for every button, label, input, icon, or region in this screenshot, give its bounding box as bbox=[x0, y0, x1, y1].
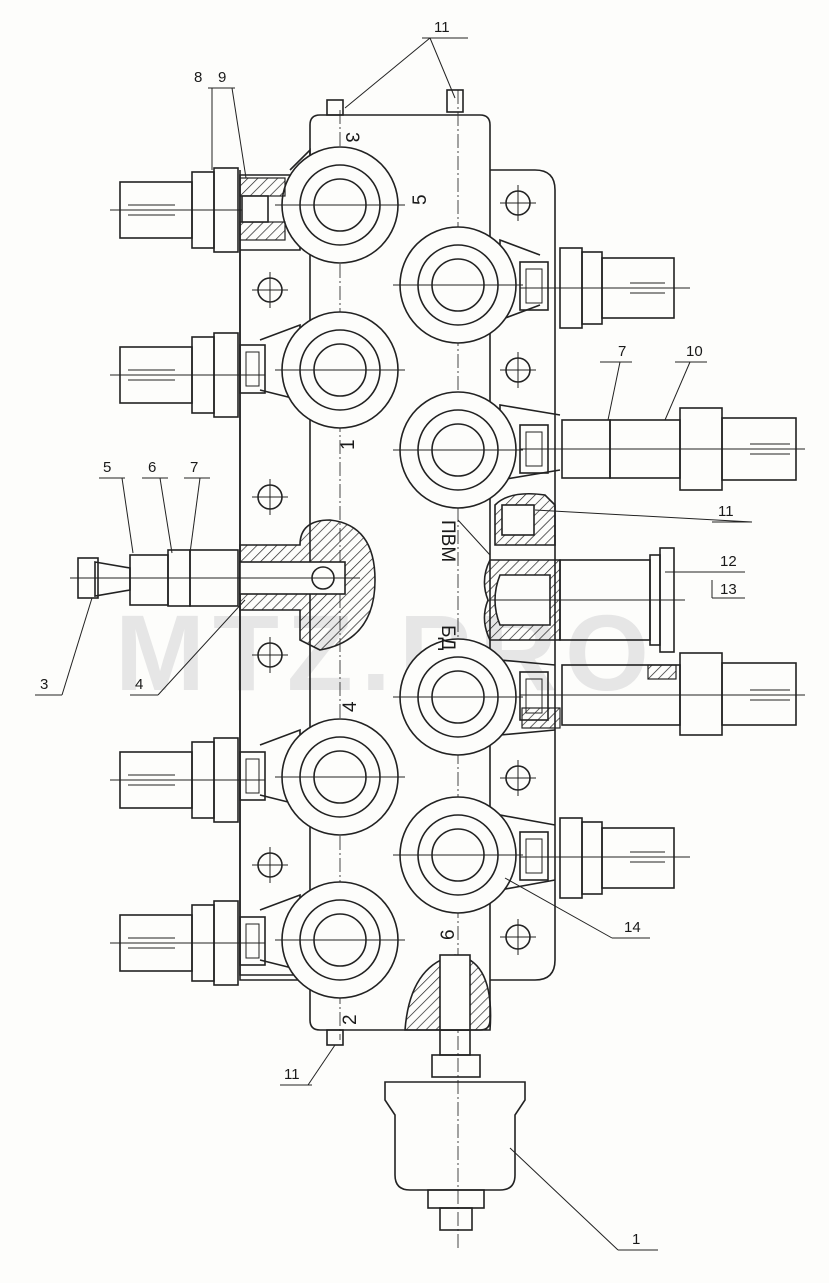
bottom-sensor-assembly bbox=[384, 954, 526, 1231]
solenoid-valve-2 bbox=[259, 881, 405, 999]
valve-number-6: 6 bbox=[438, 929, 459, 940]
solenoid-valve-5 bbox=[393, 226, 541, 344]
right-port-section bbox=[483, 492, 685, 653]
mounting-hole bbox=[500, 919, 536, 955]
connector-left-4 bbox=[110, 900, 266, 986]
callouts: 11 8 9 7 10 5 6 7 11 3 4 12 13 14 11 1 bbox=[40, 19, 737, 1248]
callout-13: 13 bbox=[720, 581, 737, 598]
callout-10: 10 bbox=[686, 343, 703, 360]
valve-number-3: 3 bbox=[341, 132, 362, 143]
solenoid-valve-3 bbox=[275, 146, 405, 264]
left-connectors bbox=[110, 167, 266, 986]
callout-8: 8 bbox=[194, 69, 202, 86]
label-pvm: ПВМ bbox=[437, 520, 458, 562]
connector-right-3 bbox=[519, 652, 805, 736]
mounting-hole bbox=[500, 185, 536, 221]
mounting-hole bbox=[252, 479, 288, 515]
solenoid-valve-right-2 bbox=[393, 391, 561, 509]
callout-5: 5 bbox=[103, 459, 111, 476]
callout-11-middle: 11 bbox=[718, 503, 734, 520]
mounting-hole bbox=[500, 760, 536, 796]
callout-4: 4 bbox=[135, 676, 143, 693]
mounting-holes bbox=[252, 185, 536, 955]
callout-14: 14 bbox=[624, 919, 641, 936]
left-plate-outline bbox=[239, 170, 310, 981]
callout-1: 1 bbox=[632, 1231, 640, 1248]
callout-12: 12 bbox=[720, 553, 737, 570]
right-valves bbox=[393, 226, 561, 914]
connector-right-4 bbox=[519, 817, 690, 899]
valve-number-5: 5 bbox=[410, 194, 431, 205]
callout-11-top: 11 bbox=[434, 19, 450, 36]
connector-left-1 bbox=[110, 167, 250, 253]
solenoid-valve-1 bbox=[259, 311, 405, 429]
partition-line bbox=[457, 519, 491, 556]
left-valves bbox=[259, 146, 405, 999]
callout-7-left: 7 bbox=[190, 459, 198, 476]
mounting-hole bbox=[500, 352, 536, 388]
solenoid-valve-right-3 bbox=[393, 638, 556, 756]
mounting-hole bbox=[252, 272, 288, 308]
valve-number-1: 1 bbox=[338, 439, 359, 450]
callout-3: 3 bbox=[40, 676, 48, 693]
connector-right-1 bbox=[519, 247, 690, 329]
callout-6: 6 bbox=[148, 459, 156, 476]
right-connectors bbox=[519, 247, 805, 899]
valve-number-2: 2 bbox=[340, 1014, 361, 1025]
connector-right-2 bbox=[519, 407, 805, 491]
connector-left-2 bbox=[110, 332, 266, 418]
leader-lines bbox=[35, 37, 753, 1251]
connector-left-3 bbox=[110, 737, 266, 823]
left-port-section bbox=[70, 519, 376, 651]
valve-number-4: 4 bbox=[340, 701, 361, 712]
callout-9: 9 bbox=[218, 69, 226, 86]
solenoid-valve-6 bbox=[393, 796, 556, 914]
solenoid-valve-4 bbox=[259, 718, 405, 836]
section-fitting-8-9 bbox=[239, 177, 286, 241]
label-bd: БД bbox=[437, 625, 458, 650]
mounting-hole bbox=[252, 637, 288, 673]
mounting-hole bbox=[252, 847, 288, 883]
callout-7-right: 7 bbox=[618, 343, 626, 360]
callout-11-bottom: 11 bbox=[284, 1066, 300, 1083]
